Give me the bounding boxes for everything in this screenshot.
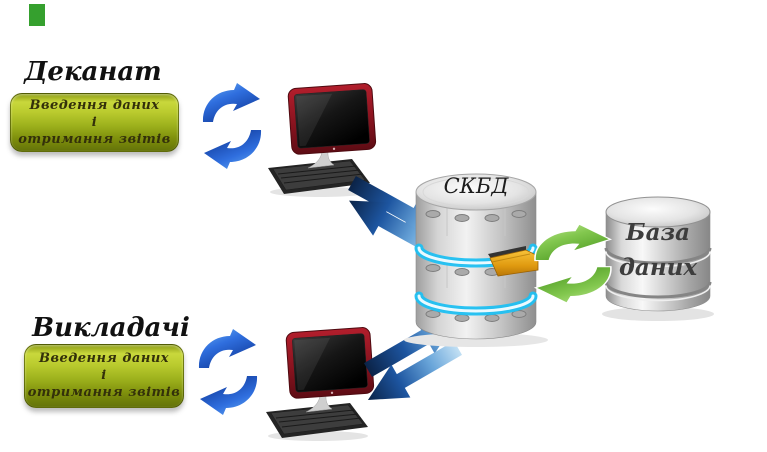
dbms-label: СКБД — [443, 174, 509, 198]
dbms-server-stack-icon — [404, 173, 548, 347]
box-line: отримання звітів — [18, 131, 171, 147]
recycle-sync-icon — [536, 225, 610, 302]
database-label-line1: База — [625, 219, 691, 246]
dekanat-action-box: Введення даних і отримання звітів — [10, 93, 179, 152]
green-marker — [29, 4, 45, 26]
box-line: отримання звітів — [27, 385, 181, 400]
dekanat-title: Деканат — [24, 57, 162, 87]
computer-icon — [265, 326, 375, 442]
folder-drawer-icon — [488, 246, 539, 277]
vykladachi-title: Викладачі — [32, 313, 190, 343]
vykladachi-action-box: Введення даних і отримання звітів — [24, 344, 184, 408]
box-line: Введення даних — [29, 97, 160, 113]
database-cylinder-icon — [602, 196, 714, 321]
sync-arrows-icon — [199, 329, 257, 415]
box-line: і — [91, 114, 98, 130]
database-label-line2: даних — [618, 254, 698, 281]
box-line: і — [101, 368, 107, 383]
sync-arrows-icon — [203, 83, 261, 169]
box-line: Введення даних — [38, 351, 170, 366]
